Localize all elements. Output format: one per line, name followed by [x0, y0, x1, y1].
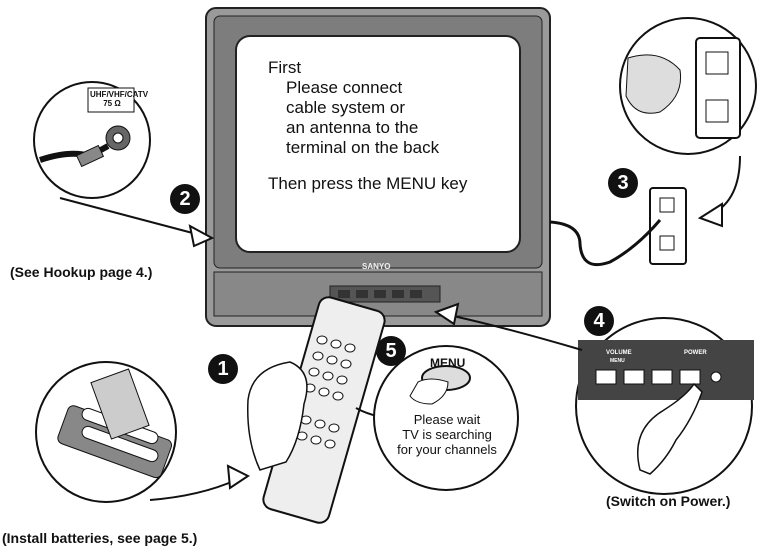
volume-label: VOLUME — [606, 350, 632, 356]
screen-line: cable system or — [268, 98, 467, 118]
battery-illustration — [36, 362, 176, 502]
antenna-label: UHF/VHF/CATV 75 Ω — [90, 90, 134, 108]
screen-line: an antenna to the — [268, 118, 467, 138]
step-5-badge: 5 — [376, 336, 406, 366]
arrow-to-remote — [150, 480, 236, 500]
power-panel-illustration — [576, 318, 754, 494]
antenna-label-ohms: 75 Ω — [90, 99, 134, 108]
power-cord — [550, 220, 660, 265]
power-outlet-illustration — [620, 18, 756, 154]
battery-caption: (Install batteries, see page 5.) — [2, 530, 197, 546]
tv-brand-logo: SANYO — [362, 262, 390, 271]
screen-line: Please connect — [268, 78, 467, 98]
remote-control — [248, 295, 387, 525]
power-caption: (Switch on Power.) — [606, 493, 730, 509]
antenna-label-type: UHF/VHF/CATV — [90, 90, 134, 99]
bubble-line: for your channels — [388, 442, 506, 457]
screen-line-first: First — [268, 58, 301, 77]
menu-panel-label: MENU — [610, 358, 625, 364]
bubble-line: TV is searching — [388, 427, 506, 442]
screen-line-menu: Then press the MENU key — [268, 174, 467, 193]
menu-bubble-message: Please wait TV is searching for your cha… — [388, 412, 506, 457]
hookup-caption: (See Hookup page 4.) — [10, 264, 152, 280]
step-3-badge: 3 — [608, 168, 638, 198]
step-2-badge: 2 — [170, 184, 200, 214]
screen-line: terminal on the back — [268, 138, 467, 158]
step-4-badge: 4 — [584, 306, 614, 336]
power-label: POWER — [684, 350, 707, 356]
arrow-to-outlet — [712, 156, 740, 214]
tv-screen-message: First Please connect cable system or an … — [268, 58, 467, 194]
bubble-line: Please wait — [388, 412, 506, 427]
step-1-badge: 1 — [208, 354, 238, 384]
menu-key-label: MENU — [430, 356, 465, 370]
